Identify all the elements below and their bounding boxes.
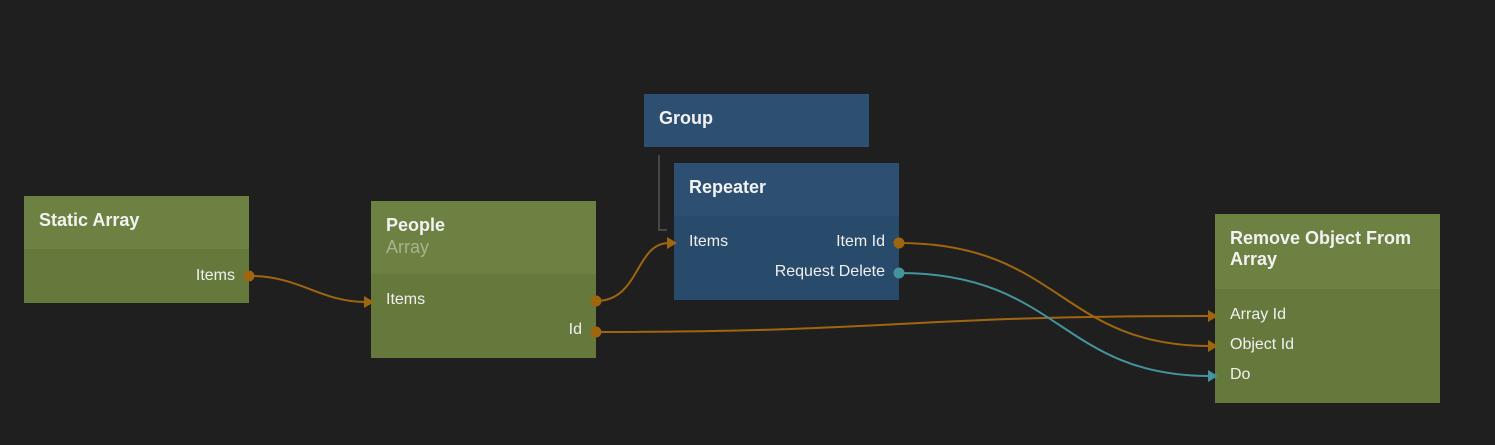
connection-item-id-to-object-id[interactable]: [898, 242, 1211, 347]
node-people[interactable]: People Array Items Id: [371, 201, 596, 358]
output-dot-static-array-items[interactable]: [243, 270, 255, 282]
node-remove-object-header[interactable]: Remove Object From Array: [1215, 214, 1440, 289]
node-people-body: Items Id: [371, 274, 596, 358]
node-remove-object-from-array[interactable]: Remove Object From Array Array Id Object…: [1215, 214, 1440, 403]
group-child-bracket: [658, 155, 667, 231]
node-remove-object-title: Remove Object From Array: [1230, 228, 1412, 269]
node-repeater-title: Repeater: [689, 177, 767, 197]
node-repeater-header[interactable]: Repeater: [674, 163, 899, 216]
node-static-array[interactable]: Static Array Items: [24, 196, 249, 303]
port-repeater-items-in[interactable]: Items: [689, 233, 729, 250]
port-people-items-in[interactable]: Items: [386, 291, 426, 308]
node-people-subtitle: Array: [386, 237, 430, 257]
input-arrow-people-items[interactable]: [364, 296, 374, 308]
output-dot-people[interactable]: [590, 295, 602, 307]
port-repeater-request-delete-out[interactable]: Request Delete: [774, 263, 885, 280]
connection-people-to-repeater[interactable]: [595, 242, 670, 302]
port-remove-array-id-in[interactable]: Array Id: [1230, 306, 1287, 323]
port-remove-do-in[interactable]: Do: [1230, 366, 1251, 383]
input-arrow-remove-array-id[interactable]: [1208, 310, 1218, 322]
node-group-header[interactable]: Group: [644, 94, 869, 147]
port-repeater-item-id-out[interactable]: Item Id: [836, 233, 885, 250]
connection-static-array-to-people[interactable]: [249, 275, 367, 303]
output-dot-people-id[interactable]: [590, 326, 602, 338]
node-group-title: Group: [659, 108, 713, 128]
connection-request-delete-to-do[interactable]: [898, 272, 1211, 377]
node-group[interactable]: Group: [644, 94, 869, 147]
port-people-id-out[interactable]: Id: [568, 321, 582, 338]
port-remove-object-id-in[interactable]: Object Id: [1230, 336, 1295, 353]
node-repeater[interactable]: Repeater Items Item Id Request Delete: [674, 163, 899, 300]
output-dot-repeater-request-delete[interactable]: [893, 267, 905, 279]
node-people-title: People: [386, 215, 446, 235]
port-static-array-items-out[interactable]: Items: [195, 267, 235, 284]
node-remove-object-body: Array Id Object Id Do: [1215, 289, 1440, 403]
node-static-array-header[interactable]: Static Array: [24, 196, 249, 249]
node-static-array-title: Static Array: [39, 210, 140, 230]
input-arrow-remove-object-id[interactable]: [1208, 340, 1218, 352]
input-arrow-remove-do[interactable]: [1208, 370, 1218, 382]
node-repeater-body: Items Item Id Request Delete: [674, 216, 899, 300]
node-static-array-body: Items: [24, 249, 249, 303]
output-dot-repeater-item-id[interactable]: [893, 237, 905, 249]
node-people-header[interactable]: People Array: [371, 201, 596, 274]
input-arrow-repeater-items[interactable]: [667, 237, 677, 249]
